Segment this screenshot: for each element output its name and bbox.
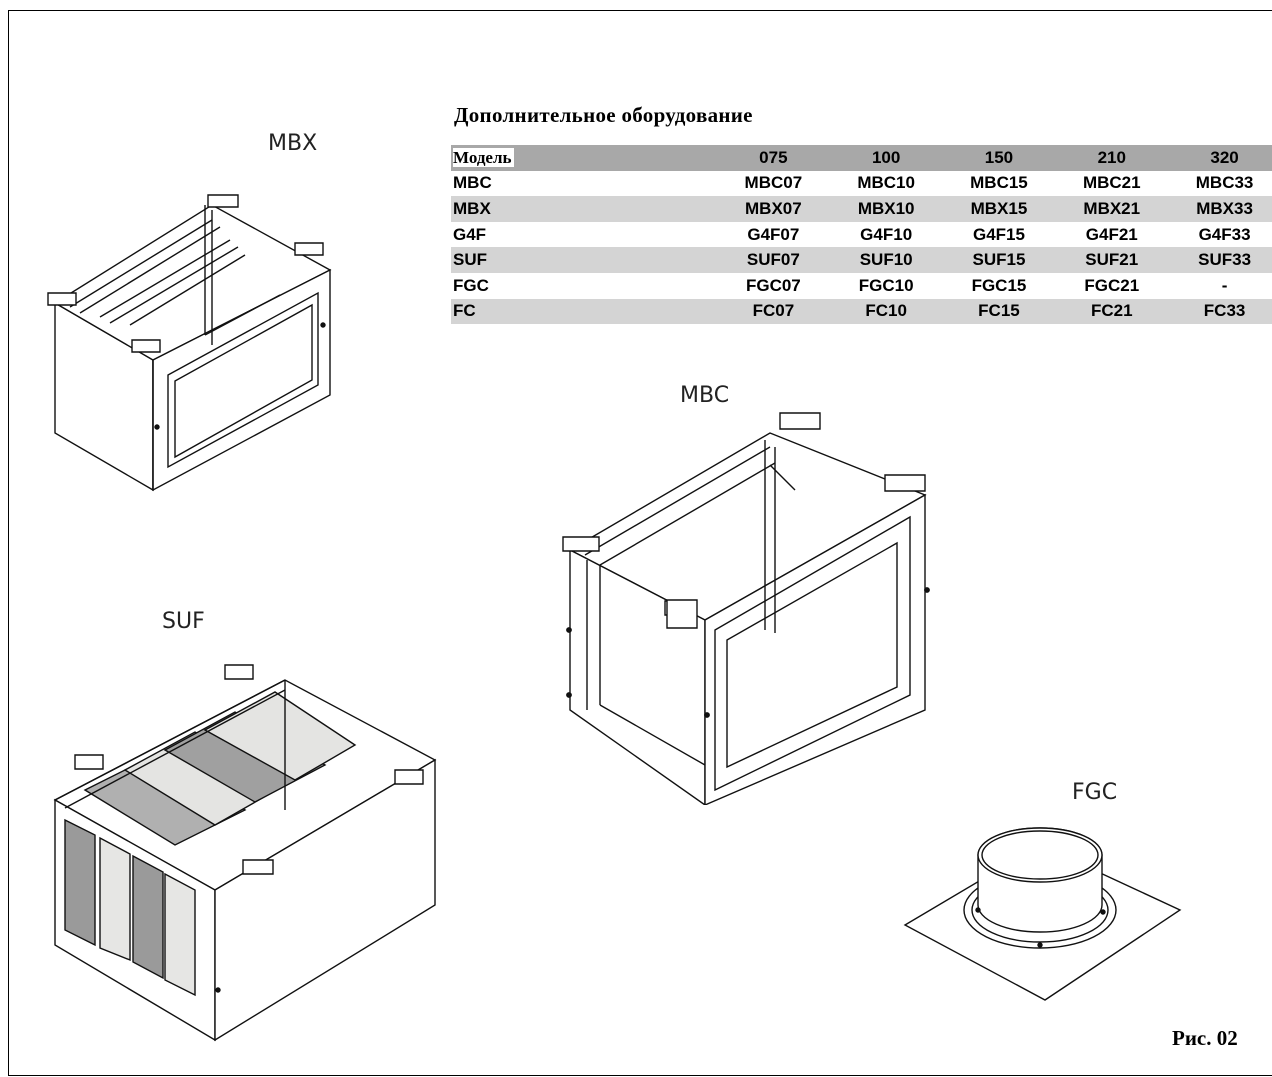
table-header-model: Модель [451, 145, 717, 171]
table-header-cell: 320 [1168, 145, 1272, 171]
table-cell: G4F10 [829, 221, 943, 248]
row-model-name: MBX [451, 196, 717, 222]
table-cell: MBC33 [1168, 170, 1272, 197]
page-frame [8, 10, 1272, 1076]
table-cell: G4F21 [1055, 221, 1169, 248]
mbc-frame-illustration [555, 405, 940, 805]
table-cell: MBX21 [1055, 196, 1169, 222]
table-row: FC FC07 FC10 FC15 FC21 FC33 [451, 298, 1272, 325]
table-header-cell: 075 [716, 145, 830, 171]
table-cell: FC15 [942, 298, 1056, 325]
figure-label-fgc: FGC [1072, 780, 1118, 805]
table-row: SUF SUF07 SUF10 SUF15 SUF21 SUF33 [451, 247, 1272, 273]
row-model-name: G4F [451, 221, 717, 248]
figure-label-mbc: MBC [680, 383, 730, 408]
table-header-cell: 210 [1055, 145, 1169, 171]
table-cell: FGC10 [829, 272, 943, 299]
table-cell: SUF33 [1168, 247, 1272, 273]
table-cell: FC21 [1055, 298, 1169, 325]
table-cell: SUF10 [829, 247, 943, 273]
mbx-frame-illustration [40, 185, 340, 500]
accessories-table: Модель 075 100 150 210 320 MBC MBC07 MBC… [451, 145, 1272, 325]
row-model-name: MBC [451, 170, 717, 197]
table-header-row: Модель 075 100 150 210 320 [451, 145, 1272, 171]
table-cell: MBC10 [829, 170, 943, 197]
row-model-name: SUF [451, 247, 717, 273]
table-cell: - [1168, 272, 1272, 299]
figure-label-suf: SUF [162, 609, 205, 634]
table-header-cell: 100 [829, 145, 943, 171]
table-cell: G4F07 [716, 221, 830, 248]
table-cell: FGC15 [942, 272, 1056, 299]
table-header-cell: 150 [942, 145, 1056, 171]
table-cell: SUF07 [716, 247, 830, 273]
table-cell: FGC07 [716, 272, 830, 299]
table-cell: MBX10 [829, 196, 943, 222]
table-cell: G4F15 [942, 221, 1056, 248]
table-cell: MBX15 [942, 196, 1056, 222]
figure-label-mbx: MBX [268, 131, 318, 156]
fgc-flange-illustration [900, 815, 1185, 1010]
suf-filter-illustration [45, 660, 450, 1050]
row-model-name: FC [451, 298, 717, 325]
table-cell: MBX07 [716, 196, 830, 222]
table-row: MBC MBC07 MBC10 MBC15 MBC21 MBC33 [451, 170, 1272, 197]
table-cell: FC07 [716, 298, 830, 325]
table-row: G4F G4F07 G4F10 G4F15 G4F21 G4F33 [451, 221, 1272, 248]
table-cell: MBX33 [1168, 196, 1272, 222]
table-cell: FC10 [829, 298, 943, 325]
table-cell: MBC21 [1055, 170, 1169, 197]
table-cell: SUF15 [942, 247, 1056, 273]
page-title: Дополнительное оборудование [454, 103, 753, 127]
table-row: FGC FGC07 FGC10 FGC15 FGC21 - [451, 272, 1272, 299]
table-cell: SUF21 [1055, 247, 1169, 273]
table-row: MBX MBX07 MBX10 MBX15 MBX21 MBX33 [451, 196, 1272, 222]
table-cell: FC33 [1168, 298, 1272, 325]
row-model-name: FGC [451, 272, 717, 299]
table-cell: MBC07 [716, 170, 830, 197]
table-cell: G4F33 [1168, 221, 1272, 248]
figure-caption: Рис. 02 [1172, 1026, 1238, 1050]
table-cell: MBC15 [942, 170, 1056, 197]
table-cell: FGC21 [1055, 272, 1169, 299]
